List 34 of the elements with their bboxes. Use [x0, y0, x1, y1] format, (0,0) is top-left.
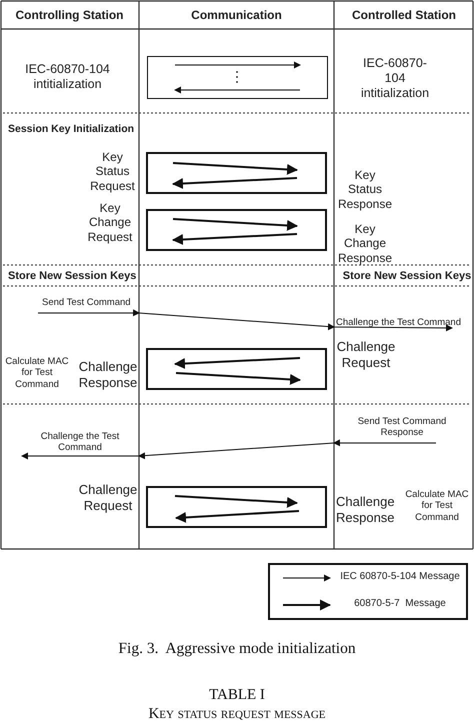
table-number: TABLE I	[208, 686, 266, 704]
message-label: Key Status Request	[89, 150, 136, 194]
message-label: Challenge the Test Command	[336, 317, 461, 328]
step-label: IEC-60870-104 intitialization	[24, 62, 111, 92]
message-label: Challenge Request	[78, 482, 138, 514]
column-header: Controlling Station	[14, 8, 124, 22]
message-label: Send Test Command	[42, 297, 131, 308]
section-heading: Session Key Initialization	[8, 123, 134, 136]
message-label: Send Test Command Response	[352, 416, 452, 439]
figure-caption: Fig. 3. Aggressive mode initialization	[117, 640, 357, 659]
message-label: Challenge Request	[336, 339, 396, 370]
message-frame	[146, 486, 327, 528]
column-header: Communication	[190, 8, 283, 22]
message-label: Key Status Response	[336, 168, 394, 212]
message-frame	[147, 56, 328, 99]
message-label: Key Change Response	[336, 222, 394, 266]
section-heading: Store New Session Keys	[8, 270, 136, 284]
step-label: IEC-60870-104 intitialization	[360, 56, 430, 101]
section-heading: Store New Session Keys	[342, 270, 472, 284]
message-arrow	[38, 310, 453, 332]
message-frame	[146, 348, 327, 390]
message-label: Challenge the Test Command	[30, 431, 130, 454]
message-label: Key Change Request	[86, 201, 134, 244]
step-label: Calculate MAC for Test Command	[4, 356, 70, 390]
message-frame	[146, 152, 327, 194]
message-arrow	[21, 440, 436, 460]
message-frame	[146, 209, 327, 251]
legend-text: 60870-5-7 Message	[353, 598, 447, 610]
message-label: Challenge Response	[336, 494, 394, 526]
message-label: Challenge Response	[78, 359, 138, 390]
column-header: Controlled Station	[351, 8, 457, 22]
table-title: Key status request message	[147, 705, 327, 723]
step-label: Calculate MAC for Test Command	[404, 489, 470, 524]
legend-text: IEC 60870-5-104 Message	[339, 571, 461, 583]
